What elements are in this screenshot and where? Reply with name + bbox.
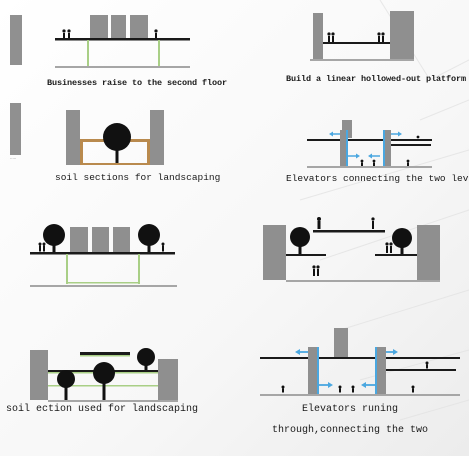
upper-slab — [30, 252, 175, 255]
soil-wall — [147, 139, 150, 165]
ground-line — [307, 166, 432, 168]
upper-slab — [313, 230, 385, 233]
caption-elevators-two-levels: Elevators connecting the two levels — [286, 173, 469, 184]
diagram-linear-platform — [310, 11, 414, 61]
slab — [391, 144, 431, 146]
building-block — [417, 225, 440, 280]
building-block — [70, 227, 88, 252]
diagram-soil-landscaping — [30, 348, 178, 402]
ground-line — [260, 394, 460, 396]
elevator-shaft — [340, 130, 346, 167]
green-column — [138, 254, 140, 284]
top-slab — [80, 352, 130, 355]
caption-businesses-second-floor: Businesses raise to the second floor — [47, 78, 228, 88]
person-icon — [154, 29, 158, 38]
soil-wall — [80, 139, 83, 165]
ground-line — [310, 59, 414, 61]
building-block — [113, 227, 130, 252]
building-block — [130, 15, 148, 39]
person-icon — [312, 217, 393, 276]
elevator-shaft — [377, 347, 386, 395]
building-block — [92, 227, 109, 252]
building-block — [90, 15, 108, 39]
side-building-label: ····· — [10, 156, 17, 161]
tree-icon — [103, 123, 131, 163]
building-block — [334, 328, 348, 358]
green-column — [158, 40, 160, 66]
soil-base — [80, 163, 150, 165]
caption-soil-landscaping: soil ection used for landscaping — [6, 404, 199, 415]
elevator-arrow-icon — [329, 131, 402, 159]
diagram-elevators-running-through — [260, 328, 460, 396]
caption-soil-sections: soil sections for landscaping — [55, 172, 221, 183]
green-column — [66, 254, 68, 284]
upper-slab — [55, 38, 190, 41]
slab — [386, 369, 456, 371]
side-building — [10, 103, 21, 155]
ground-line — [55, 66, 190, 68]
green-column — [87, 40, 89, 66]
diagram-elevators-two-levels — [307, 120, 432, 168]
building-block — [150, 110, 164, 165]
diagram-ground-trees — [30, 224, 177, 287]
person-icon — [281, 361, 429, 393]
tree-icon — [392, 228, 412, 254]
building-block — [158, 359, 178, 400]
building-block — [263, 225, 286, 280]
building-block — [111, 15, 126, 39]
person-icon — [62, 29, 71, 38]
tree-icon — [57, 370, 75, 400]
person-icon — [377, 32, 385, 42]
tree-icon — [138, 224, 160, 252]
side-building — [10, 15, 22, 65]
tree-icon — [290, 227, 310, 254]
tree-icon — [137, 348, 155, 370]
elevator-line — [317, 347, 319, 395]
elevator-line — [346, 130, 348, 167]
caption-elevators-running-line2: through,connecting the two — [272, 425, 429, 436]
slab-left — [286, 254, 326, 256]
building-block — [342, 120, 352, 138]
building-block — [66, 110, 80, 165]
person-icon — [38, 242, 165, 252]
diagram-businesses-second-floor — [10, 15, 190, 68]
upper-slab — [260, 357, 460, 359]
green-line — [66, 282, 140, 284]
building-block — [390, 11, 414, 59]
diagram-soil-sections — [10, 103, 164, 165]
elevator-shaft — [308, 347, 317, 395]
slab-right — [375, 254, 417, 256]
tree-icon — [93, 362, 115, 400]
person-icon — [327, 32, 335, 42]
green-line — [80, 355, 130, 357]
building-block — [313, 13, 323, 59]
ground-line — [286, 280, 440, 282]
elevator-shaft — [385, 130, 391, 167]
building-block — [30, 350, 48, 400]
elevator-line — [375, 347, 377, 395]
tree-icon — [43, 224, 65, 252]
elevator-line — [383, 130, 385, 167]
person-icon — [360, 135, 420, 166]
upper-slab — [307, 139, 432, 141]
diagram-upper-platform-trees — [263, 217, 440, 282]
caption-elevators-running-line1: Elevators runing — [302, 404, 399, 415]
elevator-arrow-icon — [295, 349, 398, 388]
ground-line — [30, 285, 177, 287]
caption-linear-platform: Build a linear hollowed-out platform — [286, 74, 467, 84]
ground-line — [48, 400, 178, 402]
upper-slab — [323, 42, 390, 44]
